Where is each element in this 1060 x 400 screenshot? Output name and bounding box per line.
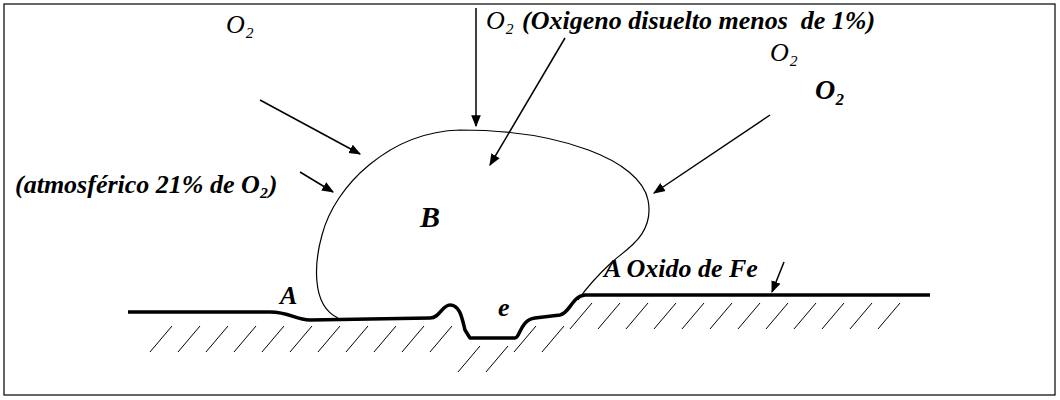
hatch-line xyxy=(290,326,312,352)
note-label: (Oxigeno disuelto menos de 1%) xyxy=(522,8,875,34)
oxygen-arrow xyxy=(260,100,360,154)
anode-label: A Oxido de Fe xyxy=(604,256,758,282)
water-droplet: B xyxy=(280,120,670,325)
hatch-line xyxy=(878,303,900,329)
iron-surface xyxy=(128,295,930,338)
oxygen-arrow xyxy=(654,115,770,193)
hatch-line xyxy=(850,303,872,329)
hatch-line xyxy=(570,303,592,329)
electron-label: e xyxy=(498,295,510,321)
oxygen-arrows xyxy=(260,8,784,292)
hatch-line xyxy=(794,303,816,329)
anode-label: A xyxy=(280,283,297,309)
hatch-line xyxy=(206,326,228,352)
hatch-line xyxy=(458,346,480,372)
hatch-line xyxy=(262,326,284,352)
hatch-line xyxy=(514,326,536,352)
oxygen-label: O₂ xyxy=(770,40,798,66)
oxygen-label: O₂ xyxy=(486,8,514,34)
hatch-line xyxy=(598,303,620,329)
pointer-arrow xyxy=(772,262,784,292)
hatch-line xyxy=(234,326,256,352)
oxygen-arrow xyxy=(475,8,477,126)
hatch-line xyxy=(318,326,340,352)
hatch-line xyxy=(654,303,676,329)
droplet-outline-path xyxy=(317,130,650,318)
hatch-line xyxy=(626,303,648,329)
oxygen-label: O₂ xyxy=(226,12,254,38)
hatch-line xyxy=(822,303,844,329)
hatch-line xyxy=(346,326,368,352)
hatch-line xyxy=(150,326,172,352)
hatch-line xyxy=(178,326,200,352)
region-letter: B xyxy=(420,202,440,232)
pointer-arrow xyxy=(300,172,333,192)
hatch-line xyxy=(710,303,732,329)
hatch-line xyxy=(542,326,564,352)
hatch-line xyxy=(486,346,508,372)
hatch-line xyxy=(738,303,760,329)
hatch-line xyxy=(682,303,704,329)
hatch-line xyxy=(766,303,788,329)
frame xyxy=(4,4,1055,395)
note-label: (atmosférico 21% de O₂) xyxy=(15,172,278,198)
oxygen-label: O₂ xyxy=(815,76,845,104)
pointer-arrow xyxy=(490,38,565,165)
hatch-line xyxy=(430,326,452,352)
droplet-outline xyxy=(280,120,670,325)
hatch-line xyxy=(402,326,424,352)
hatch-line xyxy=(374,326,396,352)
